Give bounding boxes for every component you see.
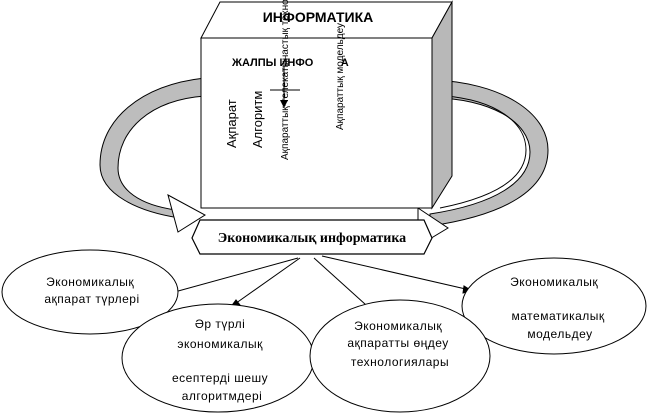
cube-side-face — [431, 0, 453, 210]
arrow-to-ellipse-1 — [159, 257, 299, 297]
arrow-to-ellipse-4 — [321, 255, 471, 291]
ellipse-4-shape — [461, 257, 647, 355]
ellipse-1-line-2: ақпарат түрлері — [44, 292, 139, 306]
svg-text:Ақпараттық-телекатынастық техн: Ақпараттық-телекатынастық технология — [280, 0, 291, 160]
ellipse-4: Экономикалық математикалық модельдеу — [461, 257, 647, 355]
cube-front-face — [200, 37, 433, 209]
ellipse-3: Экономикалық ақпаратты өңдеу технологиял… — [309, 299, 491, 413]
ellipse-1-line-1: Экономикалық — [46, 275, 134, 289]
cube: ИНФОРМАТИКА ЖАЛПЫ ИНФО А Ақпарат Алгорит… — [200, 0, 453, 210]
cube-column-3: Ақпараттық-телекатынастық технология — [280, 0, 291, 160]
ellipse-2-line-2: экономикалық — [177, 337, 263, 351]
ring-right-inner — [439, 95, 527, 209]
ellipse-2-line-1: Әр түрлі — [195, 317, 245, 331]
ellipse-3-line-3: технологиялары — [351, 355, 449, 369]
ellipse-2-line-4: есептерді шешу — [172, 371, 268, 385]
ellipse-2-line-5: алгоритмдері — [182, 389, 263, 403]
cube-inner-arrowhead — [280, 100, 288, 108]
ellipse-4-line-1: Экономикалық — [510, 275, 598, 289]
ring-band — [99, 77, 549, 247]
svg-text:Экономикалық ақпарат түр: Экономикалық ақпарат түрлері — [44, 275, 139, 306]
svg-text:Әр түрлі экономикалық: Әр түрлі экономикалық есептерді шешу алг… — [172, 317, 272, 403]
ellipse-1: Экономикалық ақпарат түрлері — [1, 249, 179, 335]
ring-left-band — [99, 77, 206, 219]
arrow-to-ellipse-2 — [231, 257, 301, 307]
ring-left-arrowhead — [167, 194, 206, 233]
ellipse-4-line-4: модельдеу — [527, 327, 592, 341]
banner: Экономикалық информатика — [191, 219, 433, 255]
cube-title: ИНФОРМАТИКА — [263, 9, 374, 25]
cube-column-1: Ақпарат — [224, 99, 239, 148]
cube-column-4: Ақпараттық модельдеу — [335, 23, 346, 130]
banner-shape — [191, 219, 433, 255]
ellipse-3-line-2: ақпаратты өңдеу — [347, 336, 448, 350]
ellipse-1-shape — [1, 249, 179, 335]
svg-text:Экономикалық ақпаратты ө: Экономикалық ақпаратты өңдеу технологиял… — [347, 319, 452, 369]
cube-column-3-text: Ақпараттық-телекатынастық технология — [280, 0, 291, 160]
ellipse-3-line-1: Экономикалық — [354, 319, 442, 333]
ellipse-2: Әр түрлі экономикалық есептерді шешу алг… — [121, 303, 315, 413]
banner-label: Экономикалық информатика — [218, 231, 406, 246]
svg-text:Экономикалық математикал: Экономикалық математикалық модельдеу — [510, 275, 608, 341]
ellipse-4-line-3: математикалық — [512, 309, 605, 323]
cube-front-header: ЖАЛПЫ ИНФО А — [231, 57, 349, 69]
ellipse-3-shape — [309, 299, 491, 413]
cube-column-2: Алгоритм — [250, 91, 265, 148]
